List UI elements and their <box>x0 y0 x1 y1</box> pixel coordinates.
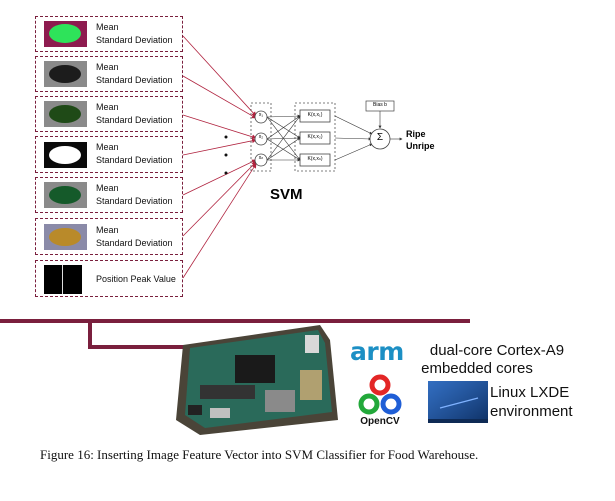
feature-arrow <box>182 114 257 140</box>
kernel-nodes <box>299 109 331 167</box>
linux-text-line1: Linux LXDE <box>490 384 570 401</box>
arm-text-line1: dual-core Cortex-A9 <box>429 342 565 359</box>
fpga-board-image <box>176 325 338 435</box>
kernel-layer-box <box>294 102 336 172</box>
feature-arrow <box>182 35 257 117</box>
feature-thumbnail <box>44 182 87 208</box>
feature-label-sd: Standard Deviation <box>96 196 173 206</box>
feature-label-mean: Mean <box>96 102 119 112</box>
linux-text-line2: environment <box>490 403 573 420</box>
figure-caption: Figure 16: Inserting Image Feature Vecto… <box>40 447 479 462</box>
sum-symbol: Σ <box>376 132 384 143</box>
linux-desktop-image <box>428 381 488 423</box>
feature-box: Position Peak Value <box>35 260 183 297</box>
feature-box: Mean Standard Deviation <box>35 136 183 173</box>
bias-label: Bias b <box>373 102 387 108</box>
arm-logo: arm <box>350 337 404 366</box>
feature-label-sd: Standard Deviation <box>96 115 173 125</box>
feature-label-peak: Position Peak Value <box>96 274 176 284</box>
feature-arrow <box>182 163 257 279</box>
feature-label-sd: Standard Deviation <box>96 75 173 85</box>
feature-box: Mean Standard Deviation <box>35 56 183 92</box>
feature-label-sd: Standard Deviation <box>96 155 173 165</box>
feature-box: Mean Standard Deviation <box>35 177 183 213</box>
arm-text-line2: embedded cores <box>421 360 533 377</box>
feature-thumbnail <box>44 21 87 47</box>
kernel-sum-links <box>334 110 403 161</box>
output-unripe: Unripe <box>406 141 435 151</box>
feature-label-mean: Mean <box>96 183 119 193</box>
ellipsis-dots <box>224 135 228 175</box>
feature-label-mean: Mean <box>96 225 119 235</box>
feature-box: Mean Standard Deviation <box>35 218 183 255</box>
feature-box: Mean Standard Deviation <box>35 16 183 52</box>
feature-thumbnail <box>44 142 87 168</box>
feature-label-mean: Mean <box>96 22 119 32</box>
input-label: xₙ <box>258 155 264 161</box>
feature-label-sd: Standard Deviation <box>96 35 173 45</box>
feature-arrow <box>182 161 257 237</box>
input-label: x₂ <box>258 134 264 140</box>
feature-arrow <box>182 159 257 196</box>
feature-label-mean: Mean <box>96 62 119 72</box>
feature-arrows <box>182 35 257 279</box>
feature-arrow <box>182 138 257 156</box>
output-ripe: Ripe <box>406 129 426 139</box>
input-nodes <box>254 110 268 167</box>
feature-thumbnail <box>44 61 87 87</box>
input-label: x₁ <box>258 112 264 118</box>
kernel-label: K(x,x₂) <box>307 134 323 140</box>
svm-title: SVM <box>270 186 303 203</box>
input-layer-box <box>250 102 272 172</box>
kernel-label: K(x,x₁) <box>307 112 323 118</box>
input-kernel-links <box>266 114 301 162</box>
feature-label-mean: Mean <box>96 142 119 152</box>
kernel-label: K(x,xₙ) <box>307 156 323 162</box>
feature-label-sd: Standard Deviation <box>96 238 173 248</box>
feature-box: Mean Standard Deviation <box>35 96 183 132</box>
feature-arrow <box>182 75 257 119</box>
opencv-label: OpenCV <box>360 416 400 427</box>
opencv-logo-image <box>358 374 402 415</box>
bias-box <box>365 100 395 112</box>
feature-thumbnail <box>44 224 87 250</box>
feature-thumbnail <box>44 101 87 127</box>
sum-node <box>369 128 391 150</box>
feature-thumbnail <box>44 265 82 294</box>
